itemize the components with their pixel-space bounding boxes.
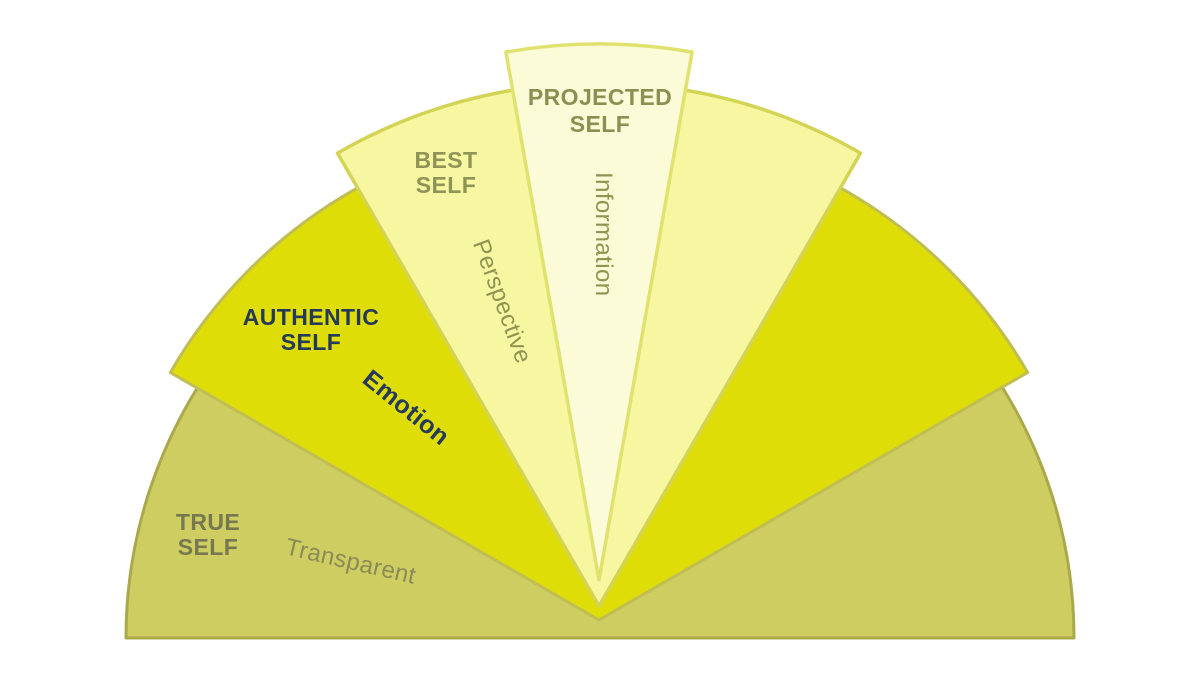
projected-self-label-line1: PROJECTED (528, 84, 672, 110)
best-self-label-line2: SELF (416, 172, 476, 198)
projected-self-label-line2: SELF (570, 111, 630, 137)
projected-self-sector (504, 42, 694, 582)
projected-self-sublabel: Information (590, 172, 617, 296)
best-self-label-line1: BEST (415, 147, 478, 173)
authentic-self-label-line2: SELF (281, 329, 341, 355)
authentic-self-label-line1: AUTHENTIC (243, 304, 379, 330)
true-self-label-line2: SELF (178, 534, 238, 560)
true-self-label-line1: TRUE (176, 509, 240, 535)
